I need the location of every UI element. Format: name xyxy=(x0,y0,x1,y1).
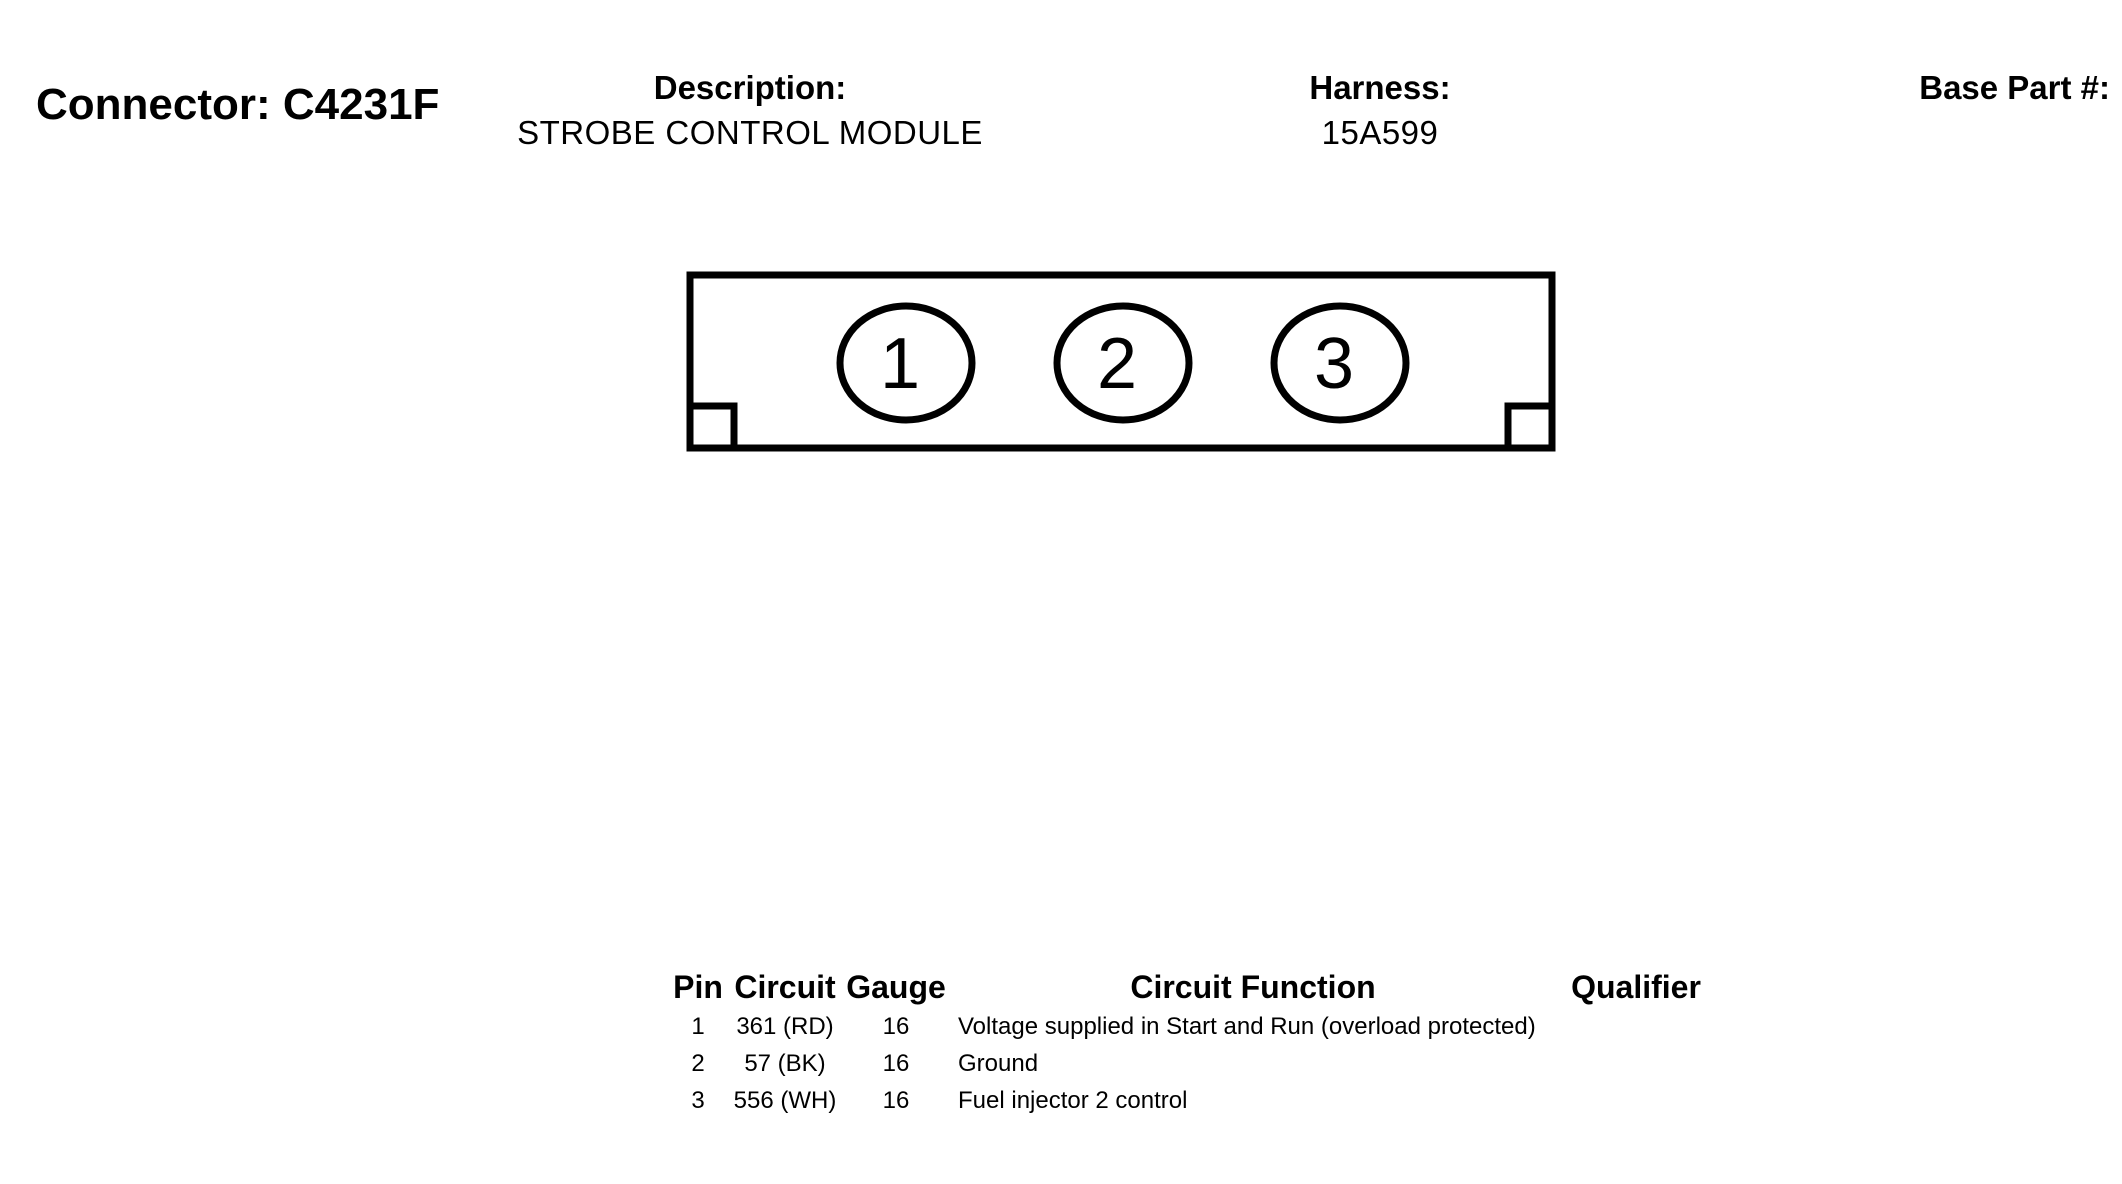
pin-cavity-3-label: 3 xyxy=(1314,324,1354,404)
table-row: 3 556 (WH) 16 Fuel injector 2 control xyxy=(668,1082,1716,1119)
harness-label: Harness: xyxy=(1309,69,1451,106)
pin-cavity-1: 1 xyxy=(836,302,976,424)
pin-cavity-3: 3 xyxy=(1270,302,1410,424)
cell-pin: 1 xyxy=(691,1012,705,1040)
header-circuit-function: Circuit Function xyxy=(1130,968,1376,1005)
connector-title: Connector: C4231F xyxy=(36,80,440,129)
pin-cavity-3-outline xyxy=(1270,302,1410,424)
description-block: Description: STROBE CONTROL MODULE xyxy=(480,68,1020,153)
cell-circuit: 556 (WH) xyxy=(733,1086,837,1114)
cell-circuit-function: Ground xyxy=(958,1049,1039,1077)
table-row: 2 57 (BK) 16 Ground xyxy=(668,1045,1716,1082)
pin-cavity-2-outline xyxy=(1053,302,1193,424)
pin-cavity-1-outline xyxy=(836,302,976,424)
description-label: Description: xyxy=(653,69,847,106)
cell-qualifier xyxy=(1556,1082,1716,1119)
header-circuit: Circuit xyxy=(734,968,836,1005)
cell-gauge: 16 xyxy=(882,1086,910,1114)
base-part-label: Base Part #: xyxy=(1919,69,2110,106)
cell-circuit: 361 (RD) xyxy=(736,1012,834,1040)
harness-block: Harness: 15A599 xyxy=(1200,68,1560,153)
right-latch-notch xyxy=(1504,402,1556,452)
pin-cavity-2-label: 2 xyxy=(1097,324,1137,404)
cell-qualifier xyxy=(1556,1045,1716,1082)
harness-value: 15A599 xyxy=(1321,114,1439,151)
header-pin: Pin xyxy=(673,968,723,1005)
cell-gauge: 16 xyxy=(882,1049,910,1077)
cell-circuit: 57 (BK) xyxy=(744,1049,826,1077)
left-latch-notch xyxy=(686,402,738,452)
header-gauge: Gauge xyxy=(846,968,946,1005)
pin-table: Pin Circuit Gauge Circuit Function Quali… xyxy=(668,966,1716,1119)
base-part-block: Base Part #: xyxy=(1860,68,2110,108)
pin-cavity-2: 2 xyxy=(1053,302,1193,424)
header-qualifier: Qualifier xyxy=(1571,968,1701,1005)
cell-gauge: 16 xyxy=(882,1012,910,1040)
pin-table-header-row: Pin Circuit Gauge Circuit Function Quali… xyxy=(668,966,1716,1008)
connector-face-diagram: 1 2 3 xyxy=(686,271,1556,452)
table-row: 1 361 (RD) 16 Voltage supplied in Start … xyxy=(668,1008,1716,1045)
cell-qualifier xyxy=(1556,1008,1716,1045)
cell-circuit-function: Voltage supplied in Start and Run (overl… xyxy=(958,1012,1536,1040)
cell-circuit-function: Fuel injector 2 control xyxy=(958,1086,1188,1114)
pin-cavity-1-label: 1 xyxy=(880,324,920,404)
description-value: STROBE CONTROL MODULE xyxy=(517,114,983,151)
cell-pin: 2 xyxy=(691,1049,705,1077)
cell-pin: 3 xyxy=(691,1086,705,1114)
connector-housing xyxy=(686,271,1556,452)
